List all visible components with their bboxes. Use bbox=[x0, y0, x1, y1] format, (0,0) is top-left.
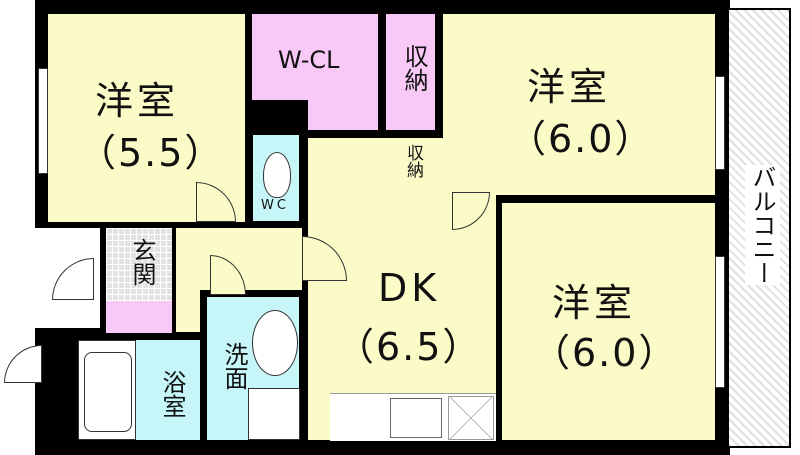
room-size: （5.5） bbox=[78, 131, 225, 175]
window-right-top bbox=[715, 76, 725, 170]
room-name: 浴室 bbox=[158, 370, 186, 418]
shoe-storage bbox=[106, 301, 172, 333]
washing-machine-area bbox=[248, 388, 300, 440]
hallway-lower bbox=[176, 290, 200, 332]
walk-in-closet bbox=[252, 14, 378, 100]
outside bbox=[0, 0, 35, 330]
room-size: （6.0） bbox=[532, 331, 679, 375]
outer-wall-lower bbox=[36, 330, 86, 455]
door-outside[interactable] bbox=[4, 345, 42, 383]
stove-icon bbox=[448, 396, 494, 440]
toilet-icon bbox=[263, 152, 291, 198]
dining-kitchen bbox=[308, 138, 496, 440]
walk-in-closet-lower bbox=[308, 100, 378, 130]
room-name: 洋室 bbox=[552, 281, 637, 325]
bathtub-inner bbox=[84, 352, 132, 432]
washbasin-icon bbox=[252, 310, 298, 376]
room-name: 洋室 bbox=[95, 79, 180, 123]
room-name: 洗面 bbox=[220, 342, 248, 390]
room-name: 玄関 bbox=[128, 238, 156, 286]
room-name: DK bbox=[378, 266, 441, 310]
room-name: W-CL bbox=[278, 46, 340, 74]
sink-icon bbox=[390, 398, 442, 438]
window-right-bottom bbox=[715, 256, 725, 388]
room-size: （6.0） bbox=[508, 117, 655, 161]
room-name: 洋室 bbox=[527, 65, 612, 109]
western-room-6-0-bottom bbox=[502, 203, 715, 440]
room-size: （6.5） bbox=[336, 325, 483, 369]
balcony-label: バルコニー bbox=[745, 165, 780, 285]
room-name: WC bbox=[261, 198, 289, 213]
room-name: 収納 bbox=[400, 44, 428, 92]
room-name: 収納 bbox=[403, 144, 423, 178]
entrance-floor bbox=[106, 228, 172, 301]
storage-top bbox=[386, 14, 435, 130]
window-left bbox=[38, 68, 48, 174]
